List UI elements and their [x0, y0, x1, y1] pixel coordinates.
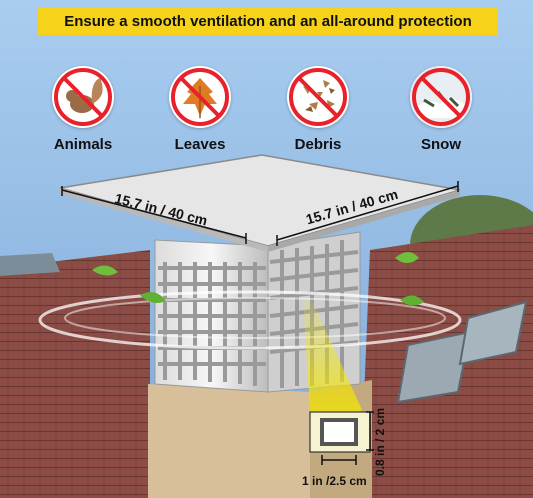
- protection-leaves: Leaves: [155, 66, 245, 153]
- snow-prohibited-icon: [410, 66, 472, 128]
- mesh-width-dimension: 1 in /2.5 cm: [302, 474, 367, 488]
- headline-banner: Ensure a smooth ventilation and an all-a…: [38, 7, 498, 35]
- protection-animals: Animals: [38, 66, 128, 153]
- protection-label: Animals: [53, 136, 113, 153]
- debris-prohibited-icon: [287, 66, 349, 128]
- protection-debris: Debris: [273, 66, 363, 153]
- protection-label: Snow: [421, 136, 461, 153]
- protection-label: Debris: [294, 136, 342, 153]
- mesh-height-dimension: 0.8 in / 2 cm: [373, 407, 387, 476]
- protection-snow: Snow: [396, 66, 486, 153]
- leaf-prohibited-icon: [169, 66, 231, 128]
- protection-label: Leaves: [174, 136, 226, 153]
- squirrel-prohibited-icon: [52, 66, 114, 128]
